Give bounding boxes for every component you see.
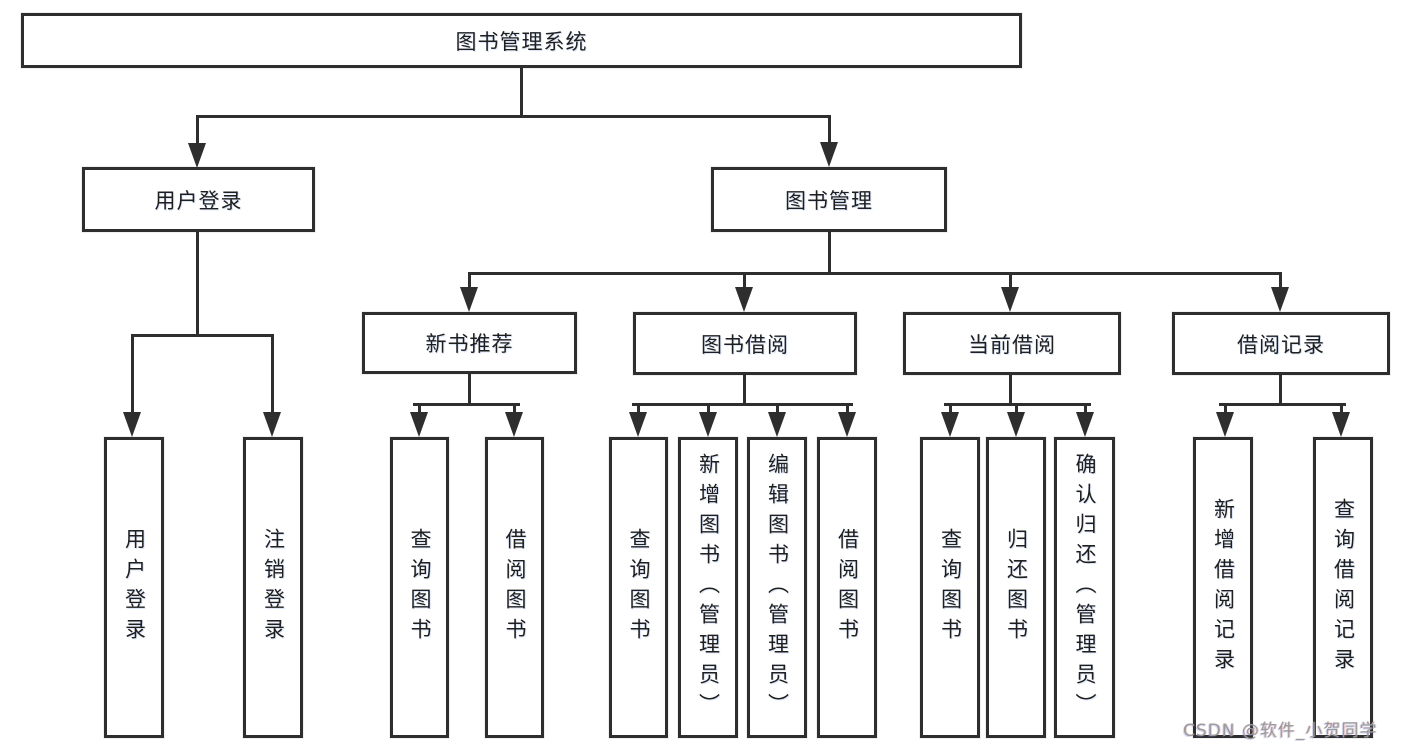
connector-line xyxy=(196,115,831,118)
connector-line xyxy=(632,403,853,406)
connector-line xyxy=(828,232,831,274)
arrowhead-down-icon xyxy=(838,412,856,437)
connector-line xyxy=(196,115,199,145)
connector-line xyxy=(1084,403,1087,414)
arrowhead-down-icon xyxy=(123,412,141,437)
connector-line xyxy=(1219,403,1346,406)
node-leaf-add-borrow-record: 新增借阅记录 xyxy=(1193,437,1253,738)
node-label: 图书管理 xyxy=(785,188,873,213)
node-label: 借阅图书 xyxy=(835,527,860,648)
node-leaf-borrow-books-recommend: 借阅图书 xyxy=(485,437,544,738)
node-book-management: 图书管理 xyxy=(711,167,947,232)
connector-line xyxy=(196,232,199,336)
node-borrow-records: 借阅记录 xyxy=(1172,312,1390,375)
connector-line xyxy=(418,403,421,414)
arrowhead-down-icon xyxy=(505,412,523,437)
node-label: 归还图书 xyxy=(1004,527,1029,648)
connector-line xyxy=(468,272,471,289)
node-leaf-query-books-current: 查询图书 xyxy=(920,437,980,738)
connector-line xyxy=(949,403,952,414)
node-label: 查询图书 xyxy=(627,527,651,648)
node-current-borrow: 当前借阅 xyxy=(903,312,1121,375)
arrowhead-down-icon xyxy=(820,142,838,167)
node-label: 用户登录 xyxy=(122,527,147,648)
node-label: 图书借阅 xyxy=(701,332,789,357)
node-label: 借阅记录 xyxy=(1237,332,1325,357)
connector-line xyxy=(1279,272,1282,289)
arrowhead-down-icon xyxy=(768,412,786,437)
arrowhead-down-icon xyxy=(735,287,753,312)
connector-line xyxy=(468,373,471,406)
connector-line xyxy=(131,334,274,337)
arrowhead-down-icon xyxy=(1001,287,1019,312)
node-leaf-query-books-borrow: 查询图书 xyxy=(609,437,668,738)
node-label: 编辑图书（管理员） xyxy=(765,452,790,723)
arrowhead-down-icon xyxy=(263,412,281,437)
node-new-book-recommend: 新书推荐 xyxy=(362,312,577,374)
node-label: 新书推荐 xyxy=(425,332,514,356)
node-leaf-return-books: 归还图书 xyxy=(986,437,1046,738)
connector-line xyxy=(707,403,710,414)
node-leaf-user-login: 用户登录 xyxy=(104,437,164,738)
connector-line xyxy=(1224,403,1227,414)
arrowhead-down-icon xyxy=(941,412,959,437)
node-label: 新增借阅记录 xyxy=(1211,497,1236,678)
arrowhead-down-icon xyxy=(410,412,428,437)
node-label: 注销登录 xyxy=(261,527,286,648)
arrowhead-down-icon xyxy=(188,143,206,168)
connector-line xyxy=(1340,403,1343,414)
connector-line xyxy=(1009,272,1012,289)
node-leaf-query-borrow-record: 查询借阅记录 xyxy=(1313,437,1373,738)
connector-line xyxy=(513,403,516,414)
connector-line xyxy=(1009,375,1012,406)
node-leaf-confirm-return-admin: 确认归还（管理员） xyxy=(1054,437,1115,738)
connector-line xyxy=(271,334,274,414)
connector-line xyxy=(1279,375,1282,406)
connector-line xyxy=(1015,403,1018,414)
node-leaf-logout: 注销登录 xyxy=(243,437,303,738)
node-label: 查询图书 xyxy=(938,527,963,648)
arrowhead-down-icon xyxy=(1332,412,1350,437)
connector-line xyxy=(828,115,831,145)
arrowhead-down-icon xyxy=(699,412,717,437)
connector-line xyxy=(776,403,779,414)
csdn-watermark: CSDN @软件_小贺同学 xyxy=(1183,721,1378,741)
connector-line xyxy=(743,375,746,406)
arrowhead-down-icon xyxy=(1216,412,1234,437)
node-label: 借阅图书 xyxy=(503,527,527,648)
arrowhead-down-icon xyxy=(629,412,647,437)
node-leaf-borrow-books: 借阅图书 xyxy=(817,437,877,738)
arrowhead-down-icon xyxy=(1007,412,1025,437)
node-label: 确认归还（管理员） xyxy=(1073,452,1097,723)
node-label: 图书管理系统 xyxy=(455,29,588,54)
node-leaf-add-books-admin: 新增图书（管理员） xyxy=(678,437,738,738)
connector-line xyxy=(520,68,523,116)
node-leaf-edit-books-admin: 编辑图书（管理员） xyxy=(747,437,807,738)
node-book-borrow: 图书借阅 xyxy=(633,312,857,375)
arrowhead-down-icon xyxy=(1076,412,1094,437)
node-label: 用户登录 xyxy=(154,188,243,213)
connector-line xyxy=(743,272,746,289)
arrowhead-down-icon xyxy=(460,287,478,312)
connector-line xyxy=(131,334,134,414)
connector-line xyxy=(637,403,640,414)
node-label: 新增图书（管理员） xyxy=(696,452,721,723)
connector-line xyxy=(846,403,849,414)
node-library-management-system: 图书管理系统 xyxy=(21,13,1022,68)
node-leaf-query-books-recommend: 查询图书 xyxy=(390,437,449,738)
connector-line xyxy=(413,403,520,406)
connector-line xyxy=(468,272,1282,275)
node-label: 查询借阅记录 xyxy=(1331,497,1356,678)
node-label: 当前借阅 xyxy=(968,332,1056,357)
arrowhead-down-icon xyxy=(1271,287,1289,312)
node-user-login: 用户登录 xyxy=(82,167,315,232)
node-label: 查询图书 xyxy=(408,527,432,648)
